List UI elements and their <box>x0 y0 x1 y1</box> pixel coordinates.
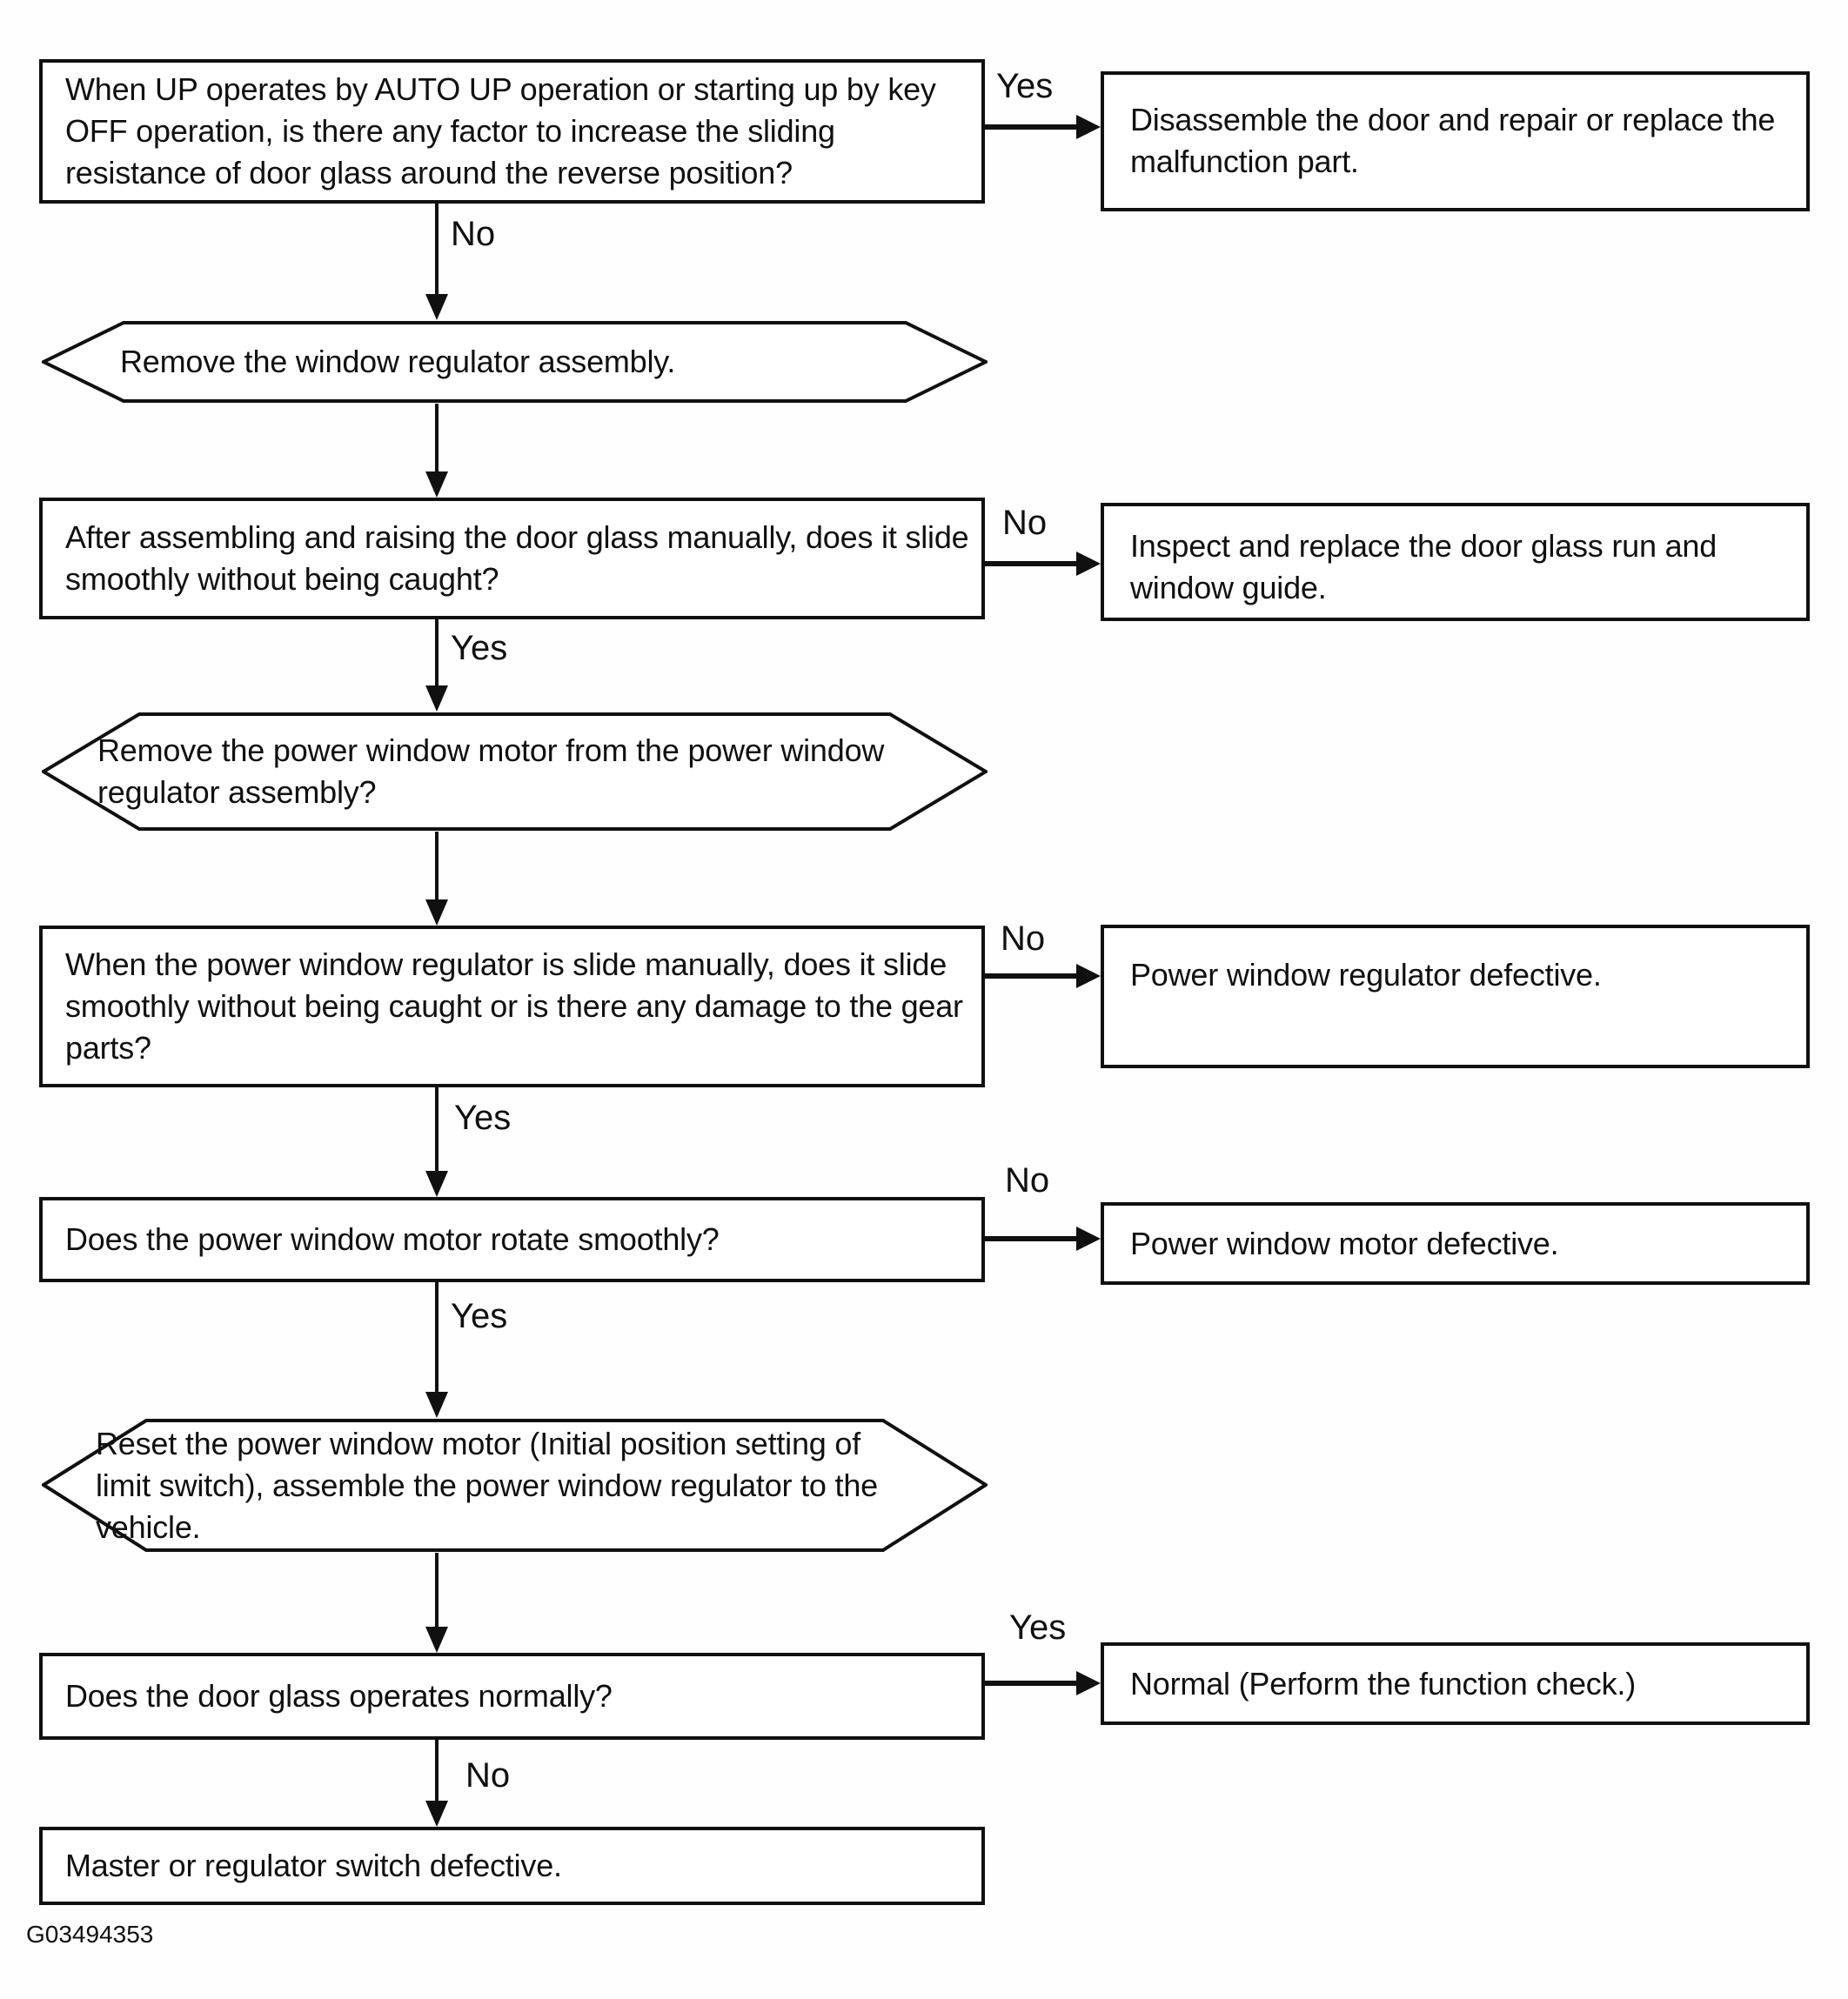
edge-label-q4-no: No <box>1005 1161 1050 1200</box>
hexagon-shape <box>42 712 988 831</box>
arrow-line <box>435 1740 439 1804</box>
action-hexagon-reset-motor: Reset the power window motor (Initial po… <box>42 1418 988 1553</box>
connector-h1-down-arrow <box>425 404 448 498</box>
result-box-regulator-defective: Power window regulator defective. <box>1101 925 1810 1068</box>
decision-text: When the power window regulator is slide… <box>65 946 963 1066</box>
decision-text: When UP operates by AUTO UP operation or… <box>65 71 936 191</box>
arrow-line <box>435 404 439 475</box>
decision-text: Does the door glass operates normally? <box>65 1678 613 1714</box>
result-text: Disassemble the door and repair or repla… <box>1130 102 1776 179</box>
arrow-line <box>435 1553 439 1630</box>
arrow-down-icon <box>425 1627 448 1653</box>
result-box-inspect-glass-run: Inspect and replace the door glass run a… <box>1101 503 1810 621</box>
arrow-line <box>985 1236 1080 1241</box>
decision-box-regulator-slides-smoothly: When the power window regulator is slide… <box>39 926 985 1087</box>
edge-label-q4-yes: Yes <box>451 1297 508 1335</box>
arrow-line <box>435 832 439 903</box>
figure-id: G03494353 <box>26 1921 154 1948</box>
edge-label-q3-no: No <box>1001 919 1046 958</box>
edge-label-q5-no: No <box>465 1756 511 1795</box>
decision-box-glass-operates-normally: Does the door glass operates normally? <box>39 1653 985 1740</box>
arrow-down-icon <box>425 1171 448 1197</box>
result-text: Inspect and replace the door glass run a… <box>1130 528 1717 605</box>
result-box-normal-function-check: Normal (Perform the function check.) <box>1101 1642 1810 1725</box>
edge-label-q1-no: No <box>451 215 496 253</box>
edge-label-q3-yes: Yes <box>454 1099 512 1137</box>
hexagon-shape <box>42 321 988 403</box>
arrow-down-icon <box>425 1392 448 1418</box>
arrow-right-icon <box>1076 115 1101 139</box>
arrow-right-icon <box>1076 1227 1101 1251</box>
decision-box-motor-rotates-smoothly: Does the power window motor rotate smoot… <box>39 1197 985 1282</box>
arrow-line <box>435 204 439 298</box>
connector-h2-down-arrow <box>425 832 448 926</box>
arrow-right-icon <box>1076 1671 1101 1695</box>
connector-q5-no-arrow <box>425 1740 448 1827</box>
edge-label-q5-yes: Yes <box>1009 1608 1067 1647</box>
connector-q2-yes-arrow <box>425 619 448 712</box>
connector-q4-yes-arrow <box>425 1282 448 1418</box>
connector-h3-down-arrow <box>425 1553 448 1653</box>
arrow-down-icon <box>425 685 448 712</box>
action-text: Reset the power window motor (Initial po… <box>96 1425 878 1545</box>
decision-text: Does the power window motor rotate smoot… <box>65 1221 720 1257</box>
arrow-down-icon <box>425 471 448 498</box>
arrow-line <box>985 561 1080 566</box>
action-hexagon-remove-motor: Remove the power window motor from the p… <box>42 712 988 832</box>
arrow-line <box>985 1681 1080 1686</box>
decision-box-auto-up-resistance: When UP operates by AUTO UP operation or… <box>39 59 985 204</box>
result-text: Master or regulator switch defective. <box>65 1848 562 1883</box>
result-text: Power window motor defective. <box>1130 1225 1559 1261</box>
arrow-line <box>435 1087 439 1174</box>
arrow-line <box>435 1282 439 1395</box>
arrow-down-icon <box>425 294 448 320</box>
result-box-switch-defective: Master or regulator switch defective. <box>39 1827 985 1905</box>
connector-q1-yes-arrow <box>985 115 1101 139</box>
connector-q3-yes-arrow <box>425 1087 448 1197</box>
arrow-down-icon <box>425 1801 448 1827</box>
result-box-motor-defective: Power window motor defective. <box>1101 1202 1810 1285</box>
result-box-disassemble-door: Disassemble the door and repair or repla… <box>1101 71 1810 211</box>
result-text: Power window regulator defective. <box>1130 957 1602 993</box>
arrow-down-icon <box>425 899 448 926</box>
action-text: Remove the power window motor from the p… <box>97 732 885 810</box>
decision-box-glass-slides-smoothly: After assembling and raising the door gl… <box>39 498 985 619</box>
arrow-line <box>985 973 1080 979</box>
decision-text: After assembling and raising the door gl… <box>65 519 969 597</box>
action-hexagon-remove-regulator: Remove the window regulator assembly. <box>42 320 988 404</box>
connector-q3-no-arrow <box>985 964 1101 988</box>
arrow-right-icon <box>1076 964 1101 988</box>
connector-q4-no-arrow <box>985 1227 1101 1251</box>
connector-q1-no-arrow <box>425 204 448 320</box>
connector-q5-yes-arrow <box>985 1671 1101 1695</box>
edge-label-q2-yes: Yes <box>451 629 508 667</box>
edge-label-q1-yes: Yes <box>996 67 1054 105</box>
action-text: Remove the window regulator assembly. <box>120 344 676 379</box>
connector-q2-no-arrow <box>985 552 1101 576</box>
arrow-right-icon <box>1076 552 1101 576</box>
hexagon-shape <box>42 1419 988 1552</box>
arrow-line <box>435 619 439 689</box>
result-text: Normal (Perform the function check.) <box>1130 1665 1636 1701</box>
arrow-line <box>985 124 1080 130</box>
edge-label-q2-no: No <box>1002 504 1048 542</box>
